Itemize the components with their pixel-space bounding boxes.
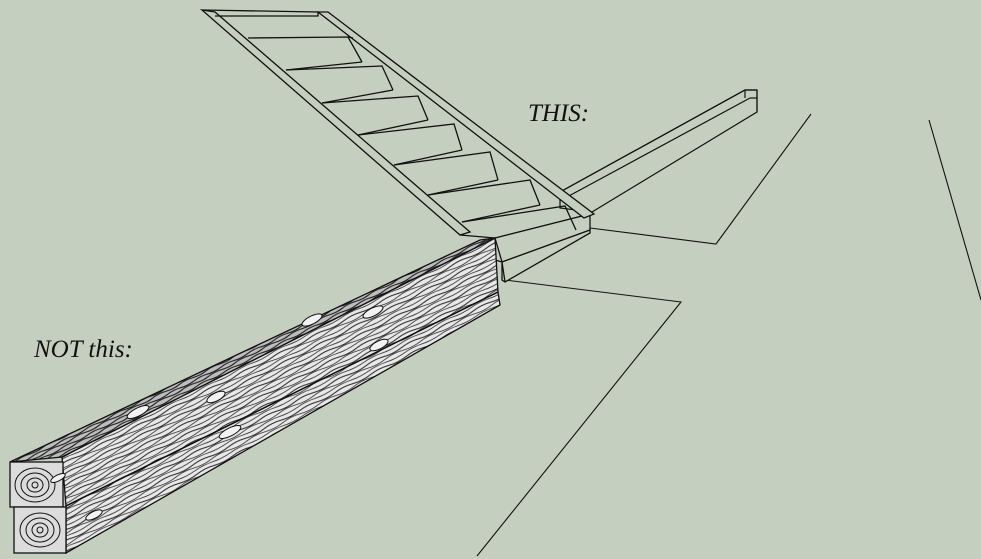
stair-treads — [247, 36, 577, 231]
label-this: THIS: — [528, 100, 590, 127]
stair-stringer-assembly — [199, 9, 596, 283]
double-wood-beam — [9, 236, 501, 555]
floor-lines — [476, 113, 981, 557]
thin-wall-plate — [559, 89, 758, 213]
label-not-this: NOT this: — [34, 336, 133, 363]
wood-knots — [50, 305, 389, 521]
